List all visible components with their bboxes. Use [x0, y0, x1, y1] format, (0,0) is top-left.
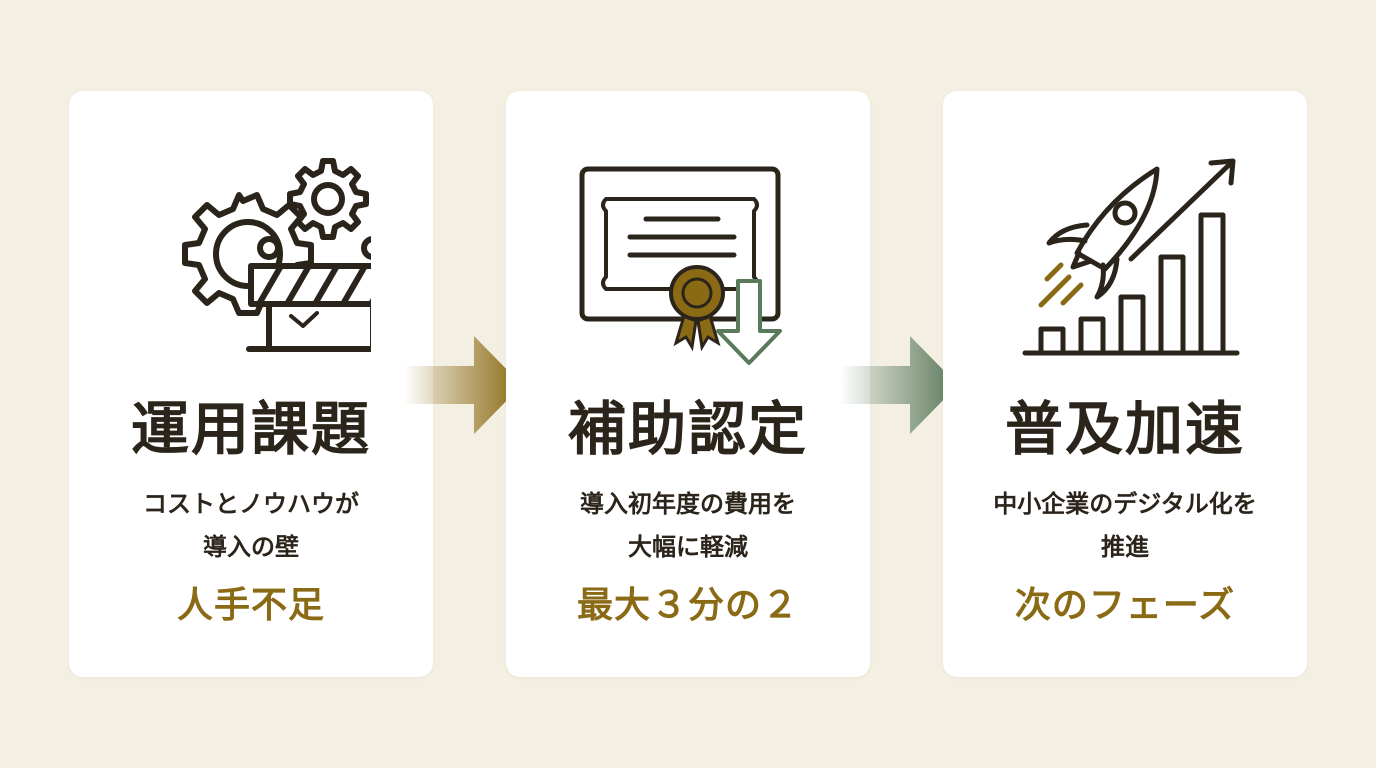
step-description-line: 導入初年度の費用を	[580, 490, 796, 518]
gears-barrier-icon	[182, 158, 371, 352]
step-title: 運用課題	[130, 395, 371, 463]
rocket-growth-chart-icon	[1022, 158, 1240, 356]
step-description: コストとノウハウが 導入の壁	[69, 483, 433, 569]
step-title: 補助認定	[567, 395, 808, 463]
arrow-right-icon	[404, 336, 522, 434]
step-card-operational-issue: 運用課題 コストとノウハウが 導入の壁 人手不足	[69, 91, 433, 677]
step-description-line: 中小企業のデジタル化を	[993, 490, 1257, 518]
arrow-right-icon	[840, 336, 958, 434]
step-description-line: コストとノウハウが	[143, 490, 359, 518]
step-highlight: 人手不足	[176, 585, 325, 626]
step-description-line: 大幅に軽減	[628, 533, 748, 561]
step-card-subsidy-approval: 補助認定 導入初年度の費用を 大幅に軽減 最大３分の２	[506, 91, 870, 677]
step-title: 普及加速	[1004, 395, 1245, 463]
step-description: 中小企業のデジタル化を 推進	[943, 483, 1307, 569]
step-highlight: 次のフェーズ	[1014, 585, 1236, 626]
certificate-down-arrow-icon	[579, 166, 782, 365]
step-highlight: 最大３分の２	[576, 585, 799, 626]
step-card-adoption-acceleration: 普及加速 中小企業のデジタル化を 推進 次のフェーズ	[943, 91, 1307, 677]
step-description: 導入初年度の費用を 大幅に軽減	[506, 483, 870, 569]
step-description-line: 推進	[1101, 533, 1149, 561]
step-description-line: 導入の壁	[203, 533, 299, 561]
